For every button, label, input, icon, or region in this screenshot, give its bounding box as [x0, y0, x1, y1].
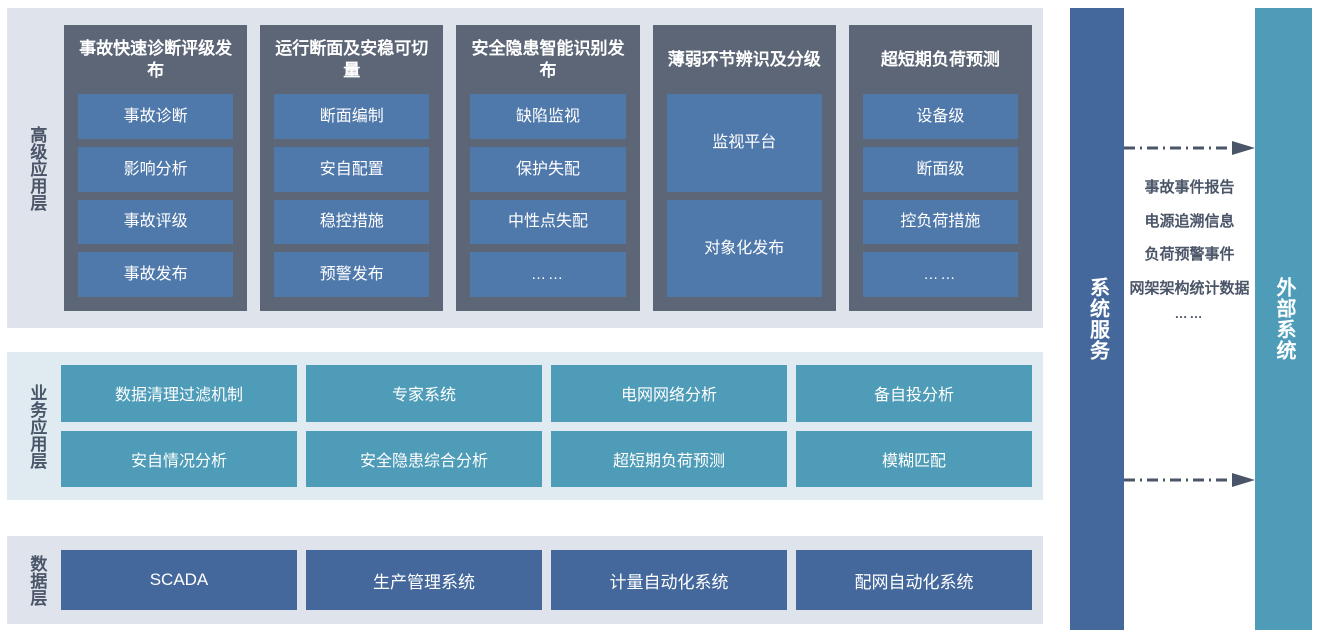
advanced-column-1-title: 事故快速诊断评级发布	[79, 39, 233, 80]
advanced-item[interactable]: 事故评级	[78, 199, 234, 245]
advanced-item[interactable]: 监视平台	[666, 94, 822, 192]
business-item[interactable]: 数据清理过滤机制	[61, 365, 297, 422]
advanced-column-3-items: 缺陷监视 保护失配 中性点失配 ……	[470, 94, 626, 297]
advanced-column-1-items: 事故诊断 影响分析 事故评级 事故发布	[78, 94, 234, 297]
advanced-item[interactable]: 稳控措施	[274, 199, 430, 245]
advanced-column-1[interactable]: 事故快速诊断评级发布 事故诊断 影响分析 事故评级 事故发布	[64, 25, 248, 311]
business-application-layer-label: 业务应用层	[27, 383, 47, 469]
advanced-item[interactable]: 中性点失配	[470, 199, 626, 245]
business-item[interactable]: 专家系统	[306, 365, 542, 422]
advanced-column-4-title: 薄弱环节辨识及分级	[667, 50, 821, 70]
advanced-item[interactable]: 保护失配	[470, 146, 626, 192]
data-source-item[interactable]: SCADA	[61, 550, 297, 610]
business-item[interactable]: 超短期负荷预测	[551, 430, 787, 487]
advanced-application-columns: 事故快速诊断评级发布 事故诊断 影响分析 事故评级 事故发布 运行断面及安稳可切…	[53, 8, 1043, 328]
advanced-item[interactable]: 缺陷监视	[470, 94, 626, 139]
advanced-item[interactable]: 事故诊断	[78, 94, 234, 139]
flow-label-list: 事故事件报告 电源追溯信息 负荷预警事件 网架架构统计数据 ……	[1124, 178, 1255, 323]
flow-arrow-bottom-icon	[1124, 473, 1255, 487]
external-system-bar[interactable]: 外部系统	[1255, 8, 1312, 630]
data-source-item[interactable]: 计量自动化系统	[551, 550, 787, 610]
advanced-column-3[interactable]: 安全隐患智能识别发布 缺陷监视 保护失配 中性点失配 ……	[456, 25, 640, 311]
business-row: 数据清理过滤机制 专家系统 电网网络分析 备自投分析	[61, 365, 1032, 422]
business-item[interactable]: 电网网络分析	[551, 365, 787, 422]
advanced-application-layer-panel: 高级应用层 事故快速诊断评级发布 事故诊断 影响分析 事故评级 事故发布 运行断…	[7, 8, 1043, 328]
business-application-grid: 数据清理过滤机制 专家系统 电网网络分析 备自投分析 安自情况分析 安全隐患综合…	[53, 352, 1043, 500]
advanced-item-ellipsis[interactable]: ……	[862, 252, 1019, 297]
flow-arrow-top-icon	[1124, 141, 1255, 155]
flow-label: 电源追溯信息	[1144, 212, 1235, 230]
advanced-column-5[interactable]: 超短期负荷预测 设备级 断面级 控负荷措施 ……	[848, 25, 1033, 311]
advanced-column-3-title: 安全隐患智能识别发布	[471, 39, 625, 80]
advanced-column-2-title: 运行断面及安稳可切量	[275, 39, 429, 80]
advanced-column-5-items: 设备级 断面级 控负荷措施 ……	[862, 94, 1019, 297]
advanced-item[interactable]: 事故发布	[78, 252, 234, 297]
business-item[interactable]: 模糊匹配	[796, 430, 1032, 487]
advanced-column-4-items: 监视平台 对象化发布	[666, 94, 822, 297]
advanced-item[interactable]: 对象化发布	[666, 199, 822, 297]
advanced-column-4[interactable]: 薄弱环节辨识及分级 监视平台 对象化发布	[652, 25, 836, 311]
data-source-item[interactable]: 配网自动化系统	[796, 550, 1032, 610]
advanced-item[interactable]: 控负荷措施	[862, 199, 1019, 245]
data-layer-panel: 数据层 SCADA 生产管理系统 计量自动化系统 配网自动化系统	[7, 536, 1043, 624]
system-service-bar[interactable]: 系统服务	[1070, 8, 1124, 630]
advanced-item[interactable]: 影响分析	[78, 146, 234, 192]
flow-label: 负荷预警事件	[1144, 246, 1235, 263]
business-item[interactable]: 备自投分析	[796, 365, 1032, 422]
advanced-application-layer-label: 高级应用层	[27, 125, 47, 211]
data-layer-row: SCADA 生产管理系统 计量自动化系统 配网自动化系统	[53, 536, 1043, 624]
advanced-item[interactable]: 安自配置	[274, 146, 430, 192]
data-source-item[interactable]: 生产管理系统	[306, 550, 542, 610]
flow-label: 网架架构统计数据	[1129, 279, 1250, 297]
flow-label-ellipsis: ……	[1174, 306, 1205, 321]
advanced-item-ellipsis[interactable]: ……	[470, 252, 626, 297]
advanced-item[interactable]: 断面级	[862, 146, 1019, 192]
business-row: 安自情况分析 安全隐患综合分析 超短期负荷预测 模糊匹配	[61, 430, 1032, 487]
business-item[interactable]: 安全隐患综合分析	[306, 430, 542, 487]
advanced-column-2-items: 断面编制 安自配置 稳控措施 预警发布	[274, 94, 430, 297]
data-layer-label: 数据层	[27, 554, 47, 606]
business-item[interactable]: 安自情况分析	[61, 430, 297, 487]
advanced-item[interactable]: 预警发布	[274, 252, 430, 297]
business-application-layer-panel: 业务应用层 数据清理过滤机制 专家系统 电网网络分析 备自投分析 安自情况分析 …	[7, 352, 1043, 500]
flow-label: 事故事件报告	[1144, 179, 1235, 196]
advanced-item[interactable]: 断面编制	[274, 94, 430, 139]
advanced-column-5-title: 超短期负荷预测	[880, 50, 1000, 70]
advanced-column-2[interactable]: 运行断面及安稳可切量 断面编制 安自配置 稳控措施 预警发布	[260, 25, 444, 311]
advanced-item[interactable]: 设备级	[862, 94, 1019, 139]
